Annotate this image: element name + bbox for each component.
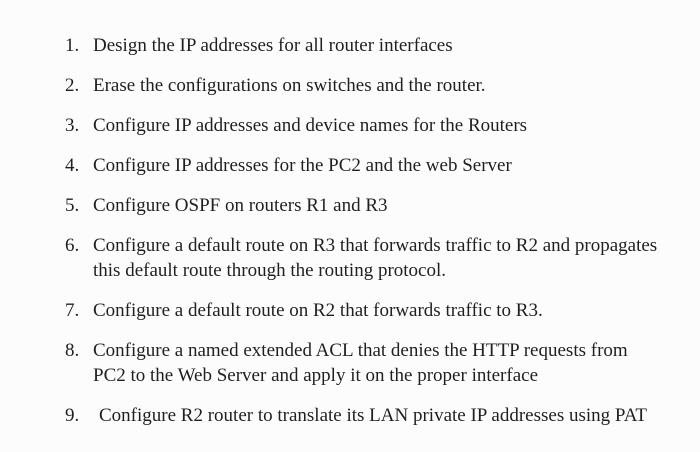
item-number: 8. bbox=[65, 340, 80, 361]
list-item: 6. Configure a default route on R3 that … bbox=[65, 233, 680, 283]
item-number: 2. bbox=[65, 75, 80, 96]
task-text-line: Design the IP addresses for all router i… bbox=[93, 35, 453, 56]
list-item: 7. Configure a default route on R2 that … bbox=[65, 298, 680, 323]
item-number: 7. bbox=[65, 300, 80, 321]
list-item: 1. Design the IP addresses for all route… bbox=[65, 33, 680, 58]
task-text-line: Configure a default route on R2 that for… bbox=[93, 300, 543, 321]
item-text: Configure a default route on R2 that for… bbox=[93, 298, 678, 323]
item-text: Configure R2 router to translate its LAN… bbox=[93, 403, 680, 428]
list-item: 9. Configure R2 router to translate its … bbox=[65, 403, 680, 428]
item-text: Erase the configurations on switches and… bbox=[93, 73, 678, 98]
task-text-line: Configure R2 router to translate its LAN… bbox=[99, 405, 647, 426]
task-text-line: PC2 to the Web Server and apply it on th… bbox=[93, 365, 539, 386]
list-item: 4. Configure IP addresses for the PC2 an… bbox=[65, 153, 680, 178]
item-number: 9. bbox=[65, 405, 80, 426]
item-number: 4. bbox=[65, 155, 80, 176]
list-item: 2. Erase the configurations on switches … bbox=[65, 73, 680, 98]
item-number: 1. bbox=[65, 35, 80, 56]
task-text-line: Configure a named extended ACL that deni… bbox=[93, 340, 628, 361]
item-text: Configure IP addresses and device names … bbox=[93, 113, 678, 138]
task-text-line: Configure IP addresses for the PC2 and t… bbox=[93, 155, 512, 176]
list-item: 5. Configure OSPF on routers R1 and R3 bbox=[65, 193, 680, 218]
task-text-line: Configure IP addresses and device names … bbox=[93, 115, 528, 136]
list-item: 3. Configure IP addresses and device nam… bbox=[65, 113, 680, 138]
task-text-line: Configure OSPF on routers R1 and R3 bbox=[93, 195, 388, 216]
numbered-task-list: 1. Design the IP addresses for all route… bbox=[65, 33, 680, 428]
item-text: Configure a named extended ACL that deni… bbox=[93, 338, 678, 388]
item-text: Configure IP addresses for the PC2 and t… bbox=[93, 153, 678, 178]
task-text-line: Erase the configurations on switches and… bbox=[93, 75, 486, 96]
item-text: Configure OSPF on routers R1 and R3 bbox=[93, 193, 678, 218]
item-text: Design the IP addresses for all router i… bbox=[93, 33, 678, 58]
item-number: 5. bbox=[65, 195, 80, 216]
task-text-line: this default route through the routing p… bbox=[93, 260, 447, 281]
item-number: 6. bbox=[65, 235, 80, 256]
item-number: 3. bbox=[65, 115, 80, 136]
task-text-line: Configure a default route on R3 that for… bbox=[93, 235, 658, 256]
list-item: 8. Configure a named extended ACL that d… bbox=[65, 338, 680, 388]
item-text: Configure a default route on R3 that for… bbox=[93, 233, 678, 283]
